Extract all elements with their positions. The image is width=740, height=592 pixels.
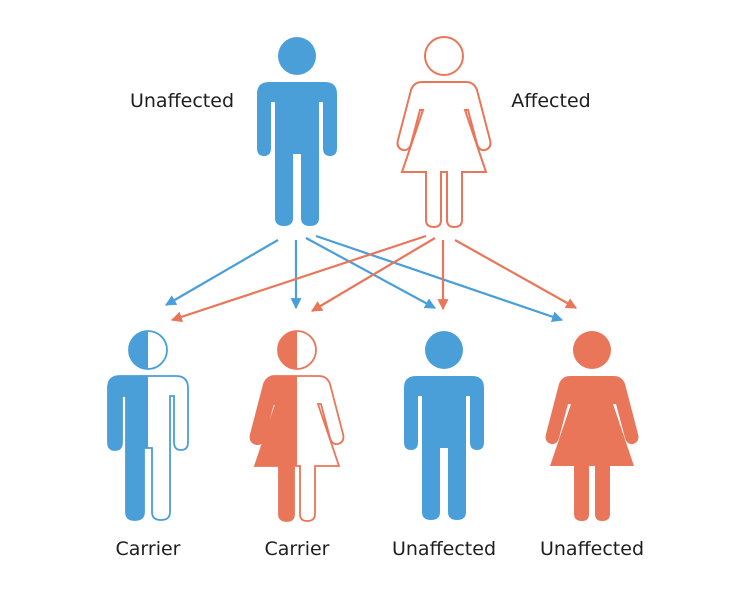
- arrow-mother-to-child-1: [170, 234, 427, 323]
- child-2-label: Carrier: [264, 538, 330, 560]
- father-figure: [257, 37, 337, 226]
- mother-label: Affected: [511, 90, 591, 112]
- child-4-label: Unaffected: [539, 538, 645, 560]
- male-person-icon: [107, 330, 189, 521]
- arrow-mother-to-child-4: [454, 239, 577, 309]
- father-label: Unaffected: [129, 90, 235, 112]
- arrow-mother-to-child-2: [311, 237, 436, 312]
- male-person-icon: [257, 37, 337, 226]
- child-1-label: Carrier: [115, 538, 181, 560]
- child-1-figure: [107, 330, 189, 521]
- female-person-icon: [545, 331, 639, 521]
- male-person-icon: [404, 331, 484, 520]
- arrow-father-to-child-4: [315, 234, 564, 323]
- female-person-icon: [396, 36, 492, 228]
- child-3-figure: [404, 331, 484, 520]
- arrow-father-to-child-3: [305, 237, 436, 309]
- mother-arrows: [170, 234, 577, 323]
- female-person-icon: [249, 330, 345, 522]
- mother-figure: [396, 36, 492, 228]
- child-3-label: Unaffected: [391, 538, 497, 560]
- arrow-father-to-child-1: [165, 239, 279, 306]
- child-4-figure: [545, 331, 639, 521]
- father-arrows: [165, 234, 564, 323]
- child-2-figure: [249, 330, 345, 522]
